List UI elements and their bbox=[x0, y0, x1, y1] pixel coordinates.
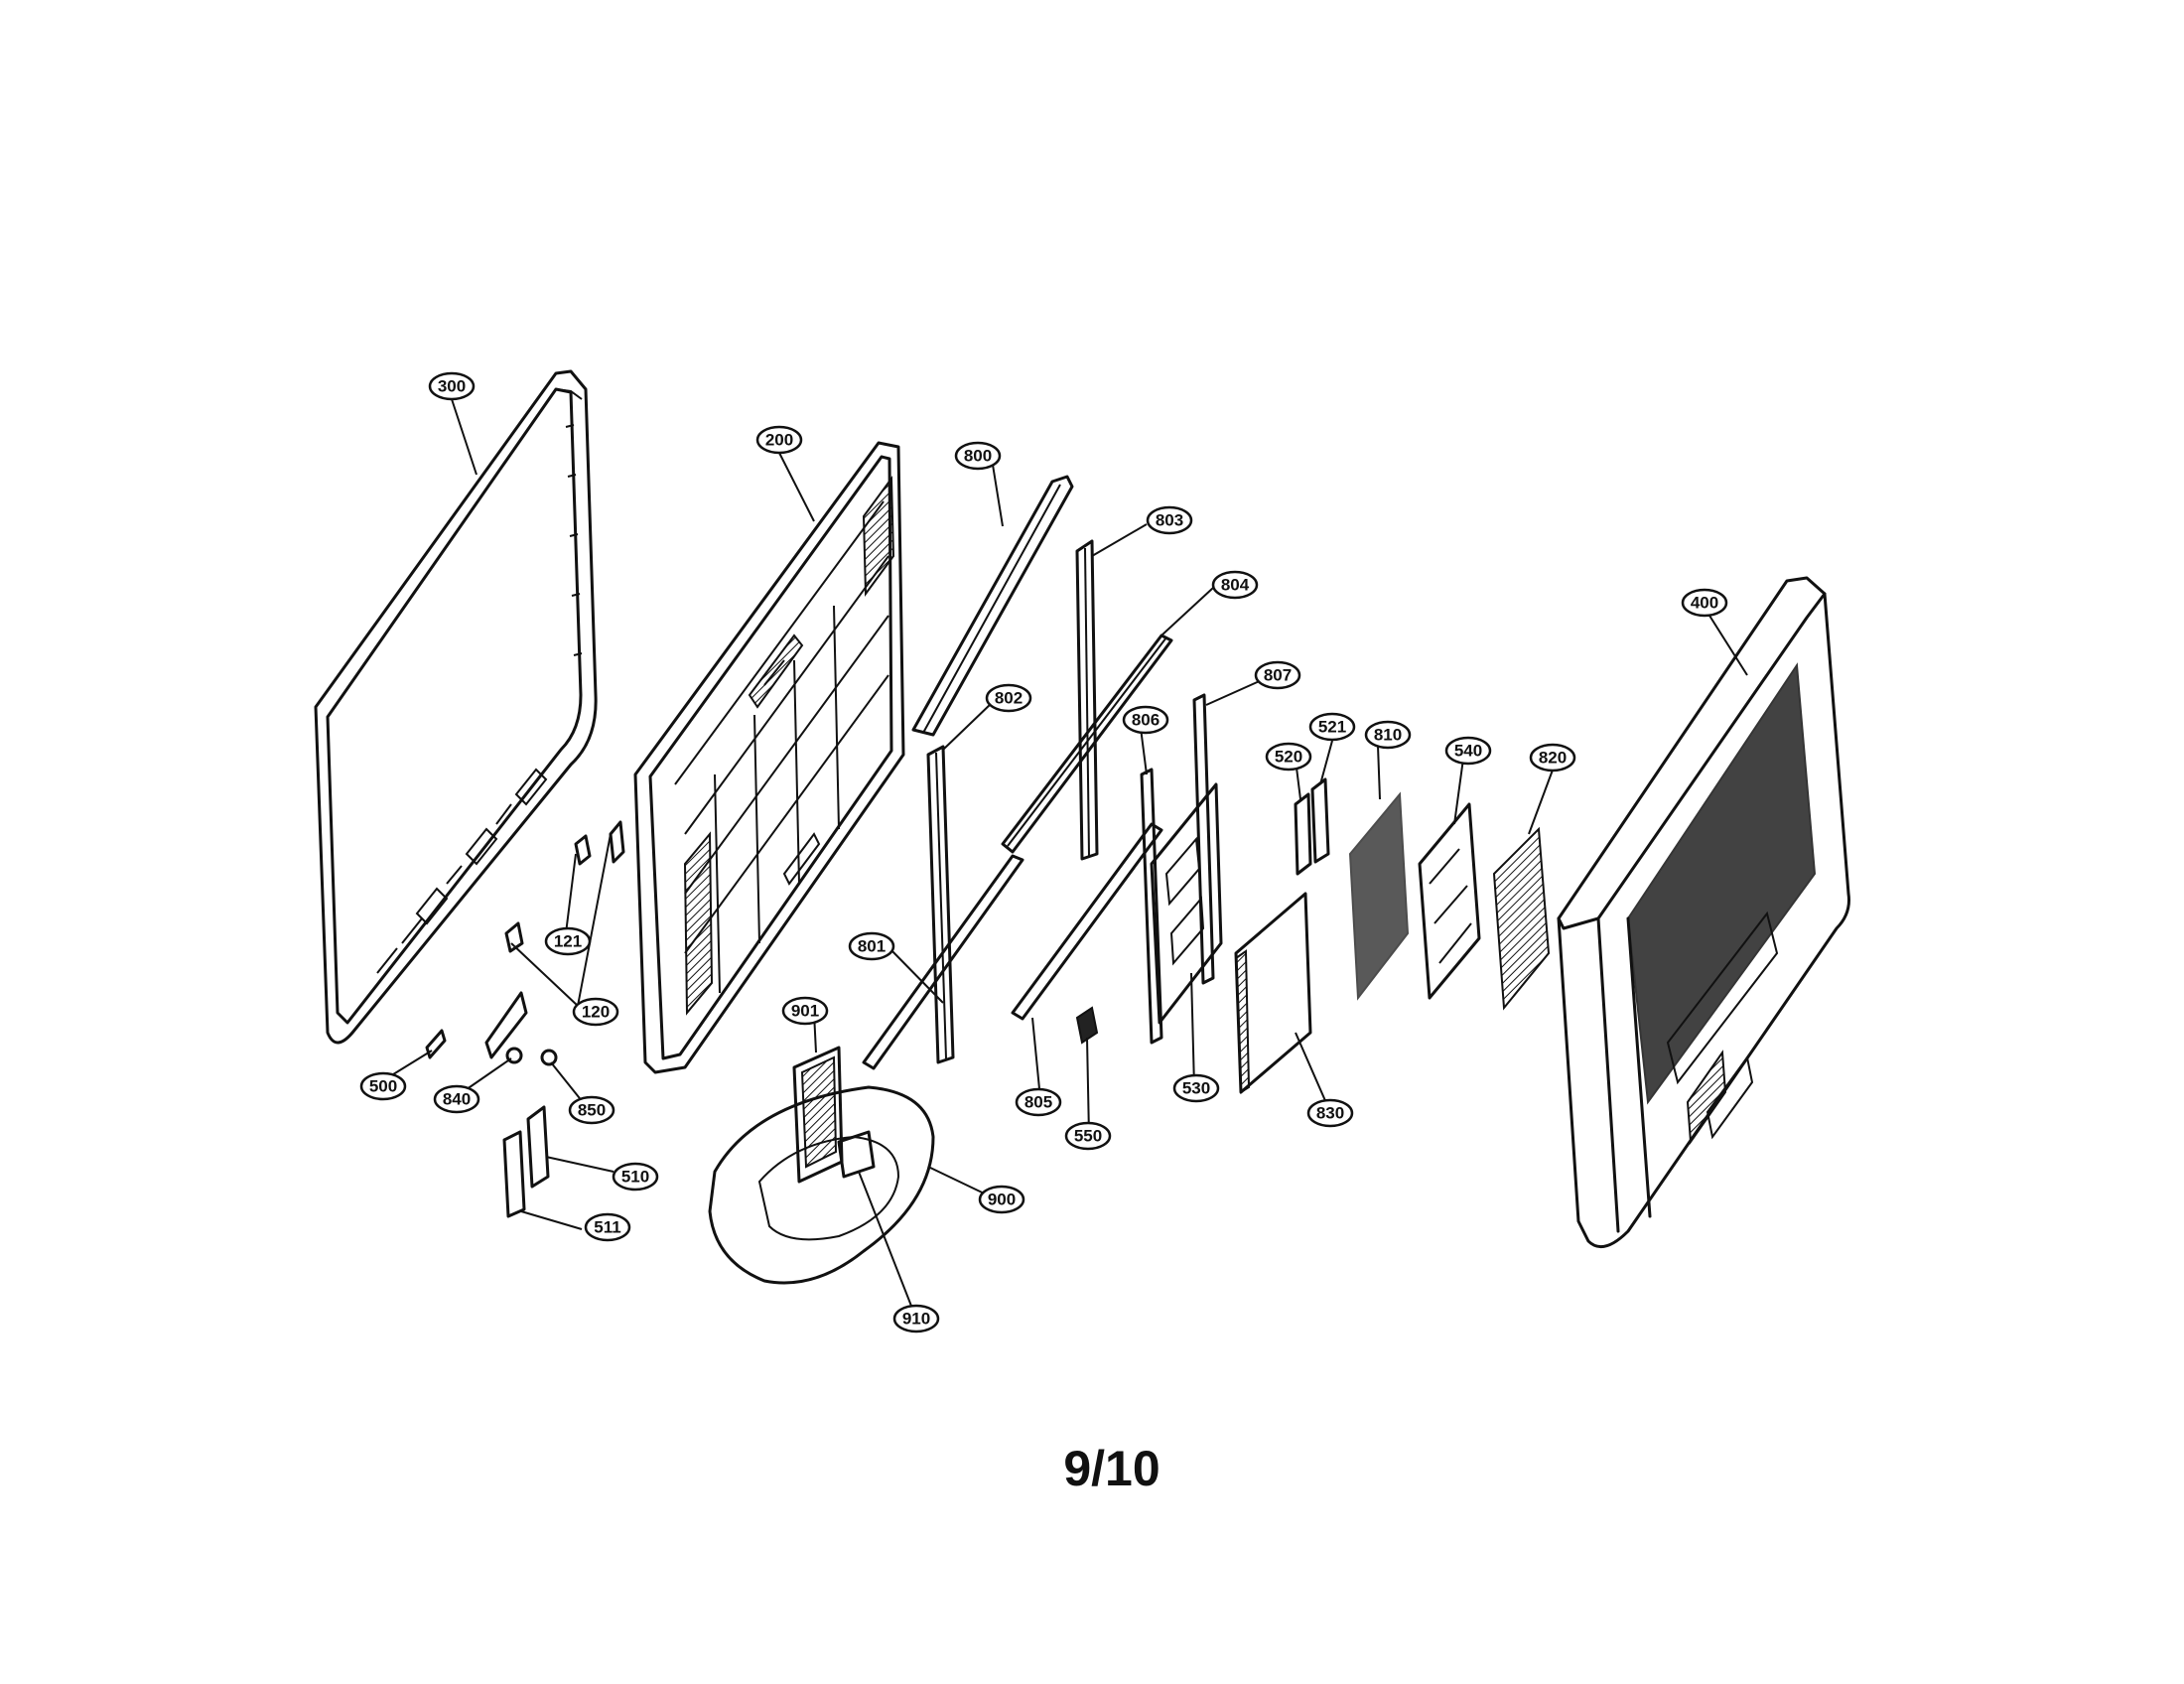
callout-802: 802 bbox=[985, 683, 1032, 713]
svg-text:510: 510 bbox=[621, 1168, 649, 1187]
part-200-display-panel bbox=[633, 441, 905, 1074]
svg-text:521: 521 bbox=[1318, 718, 1346, 737]
part-840-part bbox=[505, 1047, 523, 1064]
leader-lines bbox=[384, 398, 1748, 1320]
part-820-board bbox=[1492, 826, 1551, 1011]
svg-text:807: 807 bbox=[1264, 666, 1292, 685]
part-805-rail bbox=[1011, 822, 1163, 1021]
callout-500: 500 bbox=[359, 1071, 407, 1101]
callout-900: 900 bbox=[978, 1185, 1025, 1214]
svg-text:540: 540 bbox=[1454, 742, 1482, 761]
svg-text:840: 840 bbox=[443, 1090, 471, 1109]
part-521-board bbox=[1310, 777, 1330, 864]
svg-text:511: 511 bbox=[594, 1218, 620, 1237]
part-802-rail bbox=[926, 745, 955, 1064]
part-850-part bbox=[540, 1049, 558, 1066]
svg-text:520: 520 bbox=[1275, 748, 1302, 767]
callout-910: 910 bbox=[892, 1304, 940, 1333]
svg-text:901: 901 bbox=[791, 1002, 819, 1021]
svg-text:121: 121 bbox=[554, 932, 582, 951]
part-511-board bbox=[502, 1130, 526, 1218]
svg-text:300: 300 bbox=[438, 377, 466, 396]
callout-200: 200 bbox=[755, 425, 803, 455]
callout-807: 807 bbox=[1254, 660, 1301, 690]
callout-850: 850 bbox=[568, 1095, 615, 1125]
svg-text:910: 910 bbox=[902, 1310, 930, 1329]
part-120-bracket bbox=[484, 820, 625, 1059]
svg-text:804: 804 bbox=[1221, 576, 1250, 595]
svg-text:900: 900 bbox=[988, 1191, 1016, 1209]
part-550-part bbox=[1075, 1006, 1099, 1045]
callout-805: 805 bbox=[1015, 1087, 1062, 1117]
callout-803: 803 bbox=[1146, 505, 1193, 535]
part-540-board bbox=[1418, 802, 1481, 1000]
callout-510: 510 bbox=[612, 1162, 659, 1192]
callout-540: 540 bbox=[1444, 736, 1492, 766]
svg-text:806: 806 bbox=[1132, 711, 1160, 730]
svg-text:400: 400 bbox=[1691, 594, 1718, 613]
callout-840: 840 bbox=[433, 1084, 480, 1114]
part-807-bracket bbox=[1192, 693, 1215, 985]
callout-801: 801 bbox=[848, 931, 895, 961]
part-400-rear-cover bbox=[1557, 576, 1850, 1249]
part-830-board bbox=[1234, 892, 1312, 1094]
part-900-stand-base bbox=[708, 1085, 935, 1285]
callout-121: 121 bbox=[544, 926, 592, 956]
part-804-rail bbox=[1001, 633, 1173, 854]
callout-300: 300 bbox=[428, 371, 476, 401]
svg-text:550: 550 bbox=[1074, 1127, 1102, 1146]
part-901-stand-neck bbox=[792, 1046, 844, 1184]
svg-text:800: 800 bbox=[964, 447, 992, 466]
svg-text:120: 120 bbox=[582, 1003, 610, 1022]
svg-text:802: 802 bbox=[995, 689, 1023, 708]
part-530-board bbox=[1150, 782, 1223, 1025]
part-801-rail bbox=[862, 854, 1024, 1070]
part-806-bracket bbox=[1140, 768, 1163, 1045]
svg-text:805: 805 bbox=[1024, 1093, 1052, 1112]
part-910-stand-hinge bbox=[837, 1130, 876, 1179]
part-121-bracket bbox=[504, 834, 592, 953]
callout-806: 806 bbox=[1122, 705, 1169, 735]
part-500-board bbox=[425, 1029, 447, 1059]
callout-400: 400 bbox=[1681, 588, 1728, 618]
svg-text:830: 830 bbox=[1316, 1104, 1344, 1123]
part-510-board bbox=[526, 1105, 550, 1189]
svg-text:500: 500 bbox=[369, 1077, 397, 1096]
callout-550: 550 bbox=[1064, 1121, 1112, 1151]
callout-120: 120 bbox=[572, 997, 619, 1027]
callout-521: 521 bbox=[1308, 712, 1356, 742]
callout-800: 800 bbox=[954, 441, 1002, 471]
callout-820: 820 bbox=[1529, 743, 1576, 772]
part-520-board bbox=[1294, 792, 1312, 876]
callout-511: 511 bbox=[584, 1212, 631, 1242]
svg-text:200: 200 bbox=[765, 431, 793, 450]
svg-text:801: 801 bbox=[858, 937, 886, 956]
svg-text:820: 820 bbox=[1539, 749, 1567, 768]
callout-810: 810 bbox=[1364, 720, 1412, 750]
page-number: 9/10 bbox=[1063, 1441, 1160, 1496]
part-800-bracket bbox=[911, 475, 1074, 737]
svg-text:810: 810 bbox=[1374, 726, 1402, 745]
part-803-bracket bbox=[1075, 539, 1099, 861]
svg-text:530: 530 bbox=[1182, 1079, 1210, 1098]
svg-text:803: 803 bbox=[1156, 511, 1183, 530]
part-300-front-bezel bbox=[314, 369, 598, 1045]
callout-530: 530 bbox=[1172, 1073, 1220, 1103]
callout-830: 830 bbox=[1306, 1098, 1354, 1128]
callout-804: 804 bbox=[1211, 570, 1259, 600]
svg-text:850: 850 bbox=[578, 1101, 606, 1120]
callout-520: 520 bbox=[1265, 742, 1312, 772]
part-810-board bbox=[1348, 791, 1410, 1001]
callout-901: 901 bbox=[781, 996, 829, 1026]
